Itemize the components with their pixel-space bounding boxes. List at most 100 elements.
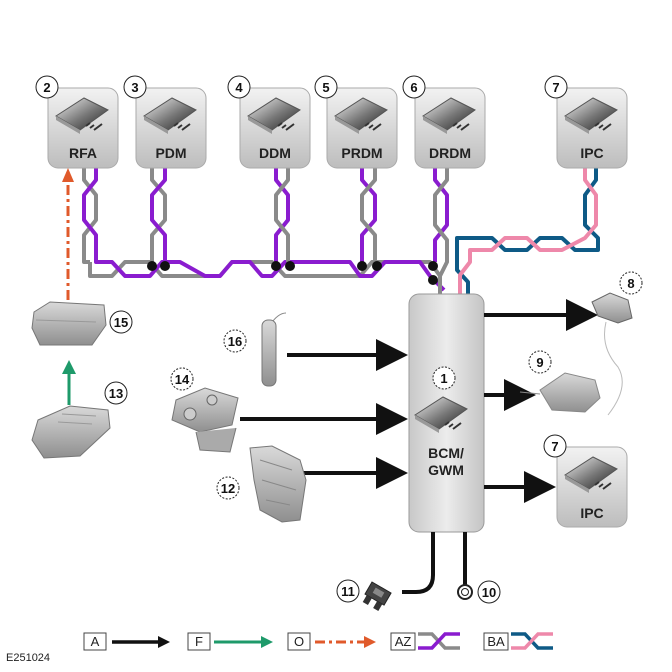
svg-text:1: 1	[440, 371, 447, 386]
legend-hs-can-pink	[511, 632, 553, 650]
puddle-lamp-icon	[591, 292, 633, 416]
ms-can-bus	[82, 168, 449, 294]
module-ddm[interactable]: DDM 4	[227, 75, 311, 169]
legend-item-A: A	[83, 632, 170, 651]
svg-text:14: 14	[175, 372, 190, 387]
lin-bus-arrow	[62, 168, 74, 300]
callout-15: 15	[109, 310, 133, 334]
power-wires	[402, 532, 467, 594]
svg-text:2: 2	[43, 80, 50, 95]
svg-text:A: A	[91, 634, 100, 649]
splice-dot	[372, 261, 382, 271]
door-latch-icon	[249, 445, 307, 523]
ipc-output-module[interactable]: IPC	[556, 446, 628, 528]
module-prdm[interactable]: PRDM 5	[314, 75, 398, 169]
svg-text:8: 8	[627, 276, 634, 291]
rf-receiver-icon	[31, 301, 107, 346]
module-label: DRDM	[429, 145, 471, 161]
callout-12: 12	[216, 476, 240, 500]
module-chip-icon	[564, 456, 618, 493]
callout-6: 6	[402, 75, 426, 99]
svg-text:9: 9	[536, 355, 543, 370]
callout-16: 16	[223, 329, 247, 353]
splice-dot	[147, 261, 157, 271]
smart-key-fob-icon	[31, 405, 111, 459]
fuse-icon	[362, 581, 392, 612]
module-label: PDM	[155, 145, 186, 161]
legend-arrow-black	[158, 636, 170, 648]
drdm-drop-purple	[433, 168, 449, 262]
callout-14: 14	[170, 367, 194, 391]
module-chip-icon	[247, 97, 301, 134]
svg-text:16: 16	[228, 334, 242, 349]
splice-dot	[271, 261, 281, 271]
output-arrows	[484, 299, 598, 503]
ddm-drop-grey	[274, 168, 290, 262]
ipc-output-label: IPC	[580, 505, 603, 521]
module-label: PRDM	[341, 145, 382, 161]
module-pdm[interactable]: PDM 3	[123, 75, 207, 169]
splice-dot	[160, 261, 170, 271]
svg-text:7: 7	[551, 439, 558, 454]
svg-text:10: 10	[482, 585, 496, 600]
legend-ms-can-purple	[418, 632, 460, 650]
svg-text:7: 7	[552, 80, 559, 95]
svg-text:F: F	[195, 634, 203, 649]
ms-can-trunk-grey	[88, 260, 442, 278]
module-rfa[interactable]: RFA 2	[35, 75, 119, 169]
rf-transmission-arrow	[62, 360, 76, 405]
ddm-drop-purple	[274, 168, 290, 262]
callout-7-output: 7	[543, 434, 567, 458]
svg-text:4: 4	[235, 80, 243, 95]
svg-text:5: 5	[322, 80, 329, 95]
module-chip-icon	[414, 396, 468, 433]
rfa-drop-purple	[82, 168, 98, 264]
svg-text:11: 11	[341, 584, 355, 599]
actuator-icon	[519, 372, 601, 413]
splice-dot	[285, 261, 295, 271]
svg-text:3: 3	[131, 80, 138, 95]
svg-text:15: 15	[114, 315, 128, 330]
hs-can-bus	[455, 168, 600, 294]
callout-10: 10	[477, 580, 501, 604]
hs-can-pink	[458, 168, 598, 294]
callout-4: 4	[227, 75, 251, 99]
pdm-drop-grey	[150, 168, 167, 262]
callout-3: 3	[123, 75, 147, 99]
legend: A F O AZ BA	[83, 632, 553, 651]
bcm-gwm-module[interactable]: 1 BCM/ GWM	[408, 293, 485, 533]
legend-item-F: F	[187, 632, 273, 651]
module-chip-icon	[55, 97, 109, 134]
figure-reference: E251024	[6, 652, 51, 664]
hood-latch-icon	[171, 387, 239, 453]
module-chip-icon	[422, 97, 476, 134]
input-arrows	[240, 339, 408, 489]
splice-dot	[428, 261, 438, 271]
module-label: RFA	[69, 145, 97, 161]
callout-5: 5	[314, 75, 338, 99]
bcm-label-line1: BCM/	[428, 445, 464, 461]
module-label: IPC	[580, 145, 603, 161]
prdm-drop-grey	[360, 168, 377, 262]
callout-11: 11	[336, 579, 360, 603]
callout-13: 13	[104, 381, 128, 405]
callout-1: 1	[432, 366, 456, 390]
module-ipc[interactable]: IPC 7	[544, 75, 628, 169]
rfa-drop-grey	[82, 168, 98, 264]
module-label: DDM	[259, 145, 291, 161]
hs-can-blue	[455, 168, 600, 294]
callout-8: 8	[619, 271, 643, 295]
splice-dot	[357, 261, 367, 271]
legend-arrow-green	[261, 636, 273, 648]
callout-2: 2	[35, 75, 59, 99]
svg-text:AZ: AZ	[395, 634, 412, 649]
legend-item-AZ: AZ	[390, 632, 460, 651]
svg-text:13: 13	[109, 386, 123, 401]
svg-text:BA: BA	[487, 634, 505, 649]
prdm-drop-purple	[360, 168, 377, 262]
svg-text:6: 6	[410, 80, 417, 95]
pdm-drop-purple	[150, 168, 167, 262]
module-drdm[interactable]: DRDM 6	[402, 75, 486, 169]
callout-9: 9	[528, 350, 552, 374]
